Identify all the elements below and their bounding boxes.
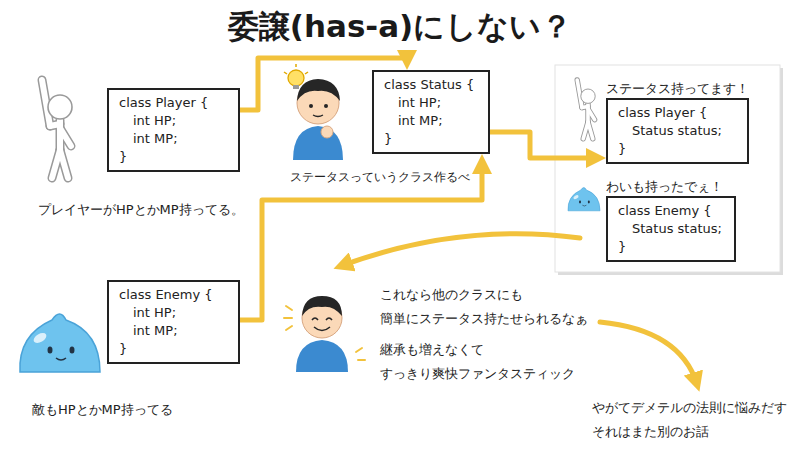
flow-arrow	[490, 132, 598, 158]
note-text: やがてデメテルの法則に悩みだす それはまた別のお話	[592, 396, 792, 444]
thinking-person	[284, 64, 343, 160]
code-line: int MP;	[119, 322, 226, 340]
code-box: class Player {Status status;}	[606, 98, 749, 164]
code-line: }	[384, 130, 476, 148]
code-line: class Enemy {	[618, 202, 722, 220]
class-box: class Player {int HP;int MP;}	[107, 88, 240, 172]
code-line: Status status;	[618, 122, 735, 140]
code-line: class Player {	[119, 94, 226, 112]
code-line: int HP;	[119, 304, 226, 322]
speech-label: わいも持ったでぇ！	[606, 178, 736, 196]
code-line: int HP;	[384, 94, 476, 112]
note-text: 敵もHPとかMP持ってる	[32, 398, 232, 423]
note-text: 継承も増えなくて すっきり爽快ファンタスティック	[380, 338, 640, 386]
code-line: }	[618, 238, 722, 256]
paper-panel	[555, 65, 783, 275]
code-line: class Enemy {	[119, 286, 226, 304]
class-box: ステータス持ってます！class Player {Status status;}	[606, 80, 749, 164]
code-box: class Enemy {int HP;int MP;}	[107, 280, 240, 364]
code-line: }	[119, 148, 226, 166]
note-text: ステータスっていうクラス作るべ	[290, 166, 475, 189]
code-line: }	[618, 140, 735, 158]
code-line: class Status {	[384, 76, 476, 94]
class-box: class Status {int HP;int MP;}	[372, 70, 490, 154]
player-figure	[42, 80, 72, 178]
happy-person	[284, 296, 365, 372]
code-box: class Player {int HP;int MP;}	[107, 88, 240, 172]
note-text: プレイヤーがHPとかMP持ってる。	[38, 198, 253, 223]
code-line: class Player {	[618, 104, 735, 122]
note-text: これなら他のクラスにも 簡単にステータス持たせられるなぁ	[380, 283, 640, 331]
enemy-slime-small	[568, 188, 600, 211]
code-box: class Enemy {Status status;}	[606, 196, 736, 262]
code-line: }	[119, 340, 226, 358]
class-box: わいも持ったでぇ！class Enemy {Status status;}	[606, 178, 736, 262]
enemy-slime	[20, 314, 100, 372]
code-line: Status status;	[618, 220, 722, 238]
code-line: int HP;	[119, 112, 226, 130]
speech-label: ステータス持ってます！	[606, 80, 749, 98]
title: 委譲(has-a)にしない？	[0, 6, 800, 46]
code-line: int MP;	[384, 112, 476, 130]
player-figure-small	[577, 80, 595, 139]
code-box: class Status {int HP;int MP;}	[372, 70, 490, 154]
code-line: int MP;	[119, 130, 226, 148]
class-box: class Enemy {int HP;int MP;}	[107, 280, 240, 364]
